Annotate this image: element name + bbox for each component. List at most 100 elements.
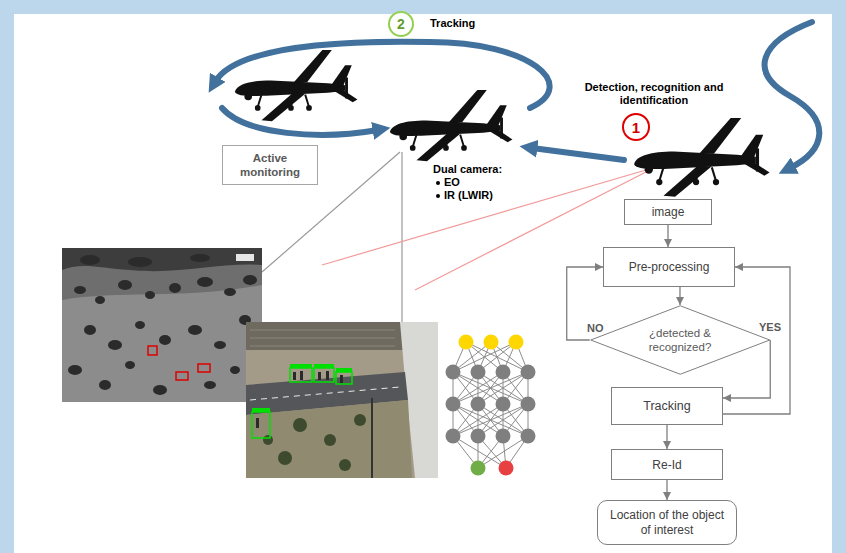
ir-image	[99, 380, 111, 390]
neural-network	[459, 335, 474, 350]
ir-image	[148, 346, 157, 355]
camera-sight-lines	[401, 152, 402, 322]
neural-network	[521, 429, 536, 444]
drone-silhouettes	[235, 50, 358, 121]
terminal-box: Location of the object of interest	[597, 500, 737, 545]
ir-image	[153, 385, 167, 395]
ir-image	[230, 366, 240, 374]
neural-network	[446, 429, 461, 444]
ir-image	[125, 361, 135, 369]
eo-image	[263, 414, 366, 471]
mode-box: Active monitoring	[222, 145, 318, 185]
bullet-dots	[436, 194, 440, 198]
ir-image	[62, 248, 262, 402]
ir-image	[204, 381, 216, 389]
ir-image	[62, 285, 262, 402]
ir-image	[243, 275, 257, 285]
eo-image	[324, 434, 336, 446]
eo-image	[263, 435, 273, 445]
step-title: Detection, recognition and identificatio…	[574, 81, 734, 107]
neural-network	[499, 461, 514, 476]
eo-image	[256, 418, 259, 428]
ir-image	[62, 248, 262, 271]
flight-arrows	[215, 42, 550, 108]
eo-image	[252, 412, 270, 438]
ir-image	[145, 291, 155, 299]
eo-image	[336, 372, 352, 384]
eo-image	[293, 418, 307, 432]
bullet-dots	[436, 181, 440, 185]
eo-image	[246, 322, 438, 478]
neural-network	[446, 365, 536, 444]
decision-diamond: ¿detected & recognized?	[590, 305, 771, 375]
neural-network	[496, 429, 511, 444]
eo-image	[371, 398, 373, 478]
node-text: ¿detected & recognized?	[634, 326, 726, 354]
eo-image	[278, 451, 292, 465]
node-text: image	[652, 205, 685, 219]
drone-silhouettes	[634, 118, 769, 197]
eo-image	[252, 408, 270, 412]
ir-image	[159, 335, 171, 345]
neural-network	[521, 365, 536, 380]
neural-network	[484, 335, 499, 350]
flight-arrows	[532, 148, 624, 160]
step-circle: 1	[622, 113, 650, 141]
neural-network	[459, 335, 524, 350]
ir-image	[148, 346, 210, 380]
ir-image	[74, 286, 86, 294]
node-text: Pre-processing	[629, 260, 710, 274]
eo-image	[293, 372, 296, 380]
neural-network	[446, 365, 461, 380]
eo-image	[252, 368, 352, 438]
ir-image	[68, 254, 257, 395]
process-box: image	[624, 199, 712, 225]
eo-image	[340, 375, 343, 383]
process-box: Re-Id	[611, 449, 723, 480]
eo-image	[339, 459, 351, 471]
drone-silhouettes	[390, 90, 513, 161]
ir-image	[190, 254, 210, 262]
neural-network	[471, 365, 486, 380]
flow-connector	[679, 287, 680, 305]
diamond-outline	[590, 306, 769, 375]
neural-network	[496, 397, 511, 412]
eo-image	[250, 387, 400, 400]
eo-image	[290, 368, 312, 382]
ir-image	[176, 372, 188, 380]
node-text: Location of the object of interest	[605, 508, 729, 538]
eo-image	[290, 364, 312, 368]
neural-network	[446, 397, 461, 412]
process-box: Tracking	[611, 387, 723, 425]
flow-connector	[666, 480, 667, 500]
bullet-dots	[436, 181, 440, 198]
neural-network	[446, 335, 536, 476]
ir-image	[80, 255, 100, 265]
neural-network	[453, 342, 528, 468]
step-circle: 2	[388, 11, 414, 37]
eo-image	[314, 364, 334, 368]
camera-item: IR (LWIR)	[444, 189, 493, 202]
eo-image	[314, 368, 334, 382]
ir-image	[169, 283, 181, 293]
flight-arrows	[222, 108, 378, 135]
eo-image	[246, 322, 438, 478]
ir-image	[62, 248, 262, 402]
ir-image	[84, 325, 96, 335]
eo-image	[318, 372, 321, 380]
eo-image	[336, 368, 352, 372]
branch-label: NO	[586, 322, 605, 334]
neural-network	[471, 397, 486, 412]
process-box: Pre-processing	[603, 247, 735, 287]
node-text: 2	[397, 16, 405, 32]
neural-network	[521, 397, 536, 412]
camera-sight-lines	[322, 170, 646, 265]
eo-image	[354, 414, 366, 426]
node-text: Re-Id	[652, 458, 681, 472]
ir-image	[128, 257, 152, 267]
neural-network	[471, 461, 486, 476]
neural-network	[471, 429, 486, 444]
flow-connector	[666, 425, 667, 449]
diamond-outline	[590, 305, 771, 375]
